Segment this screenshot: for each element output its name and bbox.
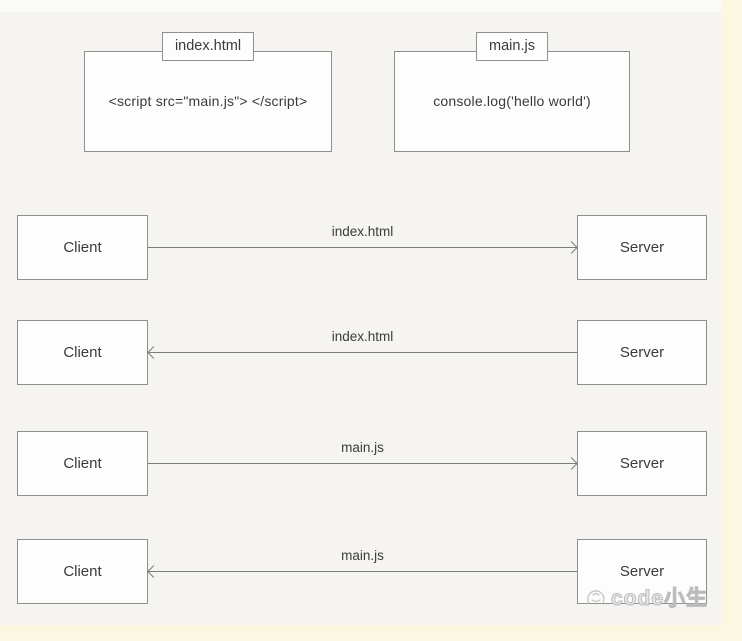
arrow-line <box>148 571 577 572</box>
arrow-label: main.js <box>341 548 384 563</box>
right-edge-strip <box>721 0 742 641</box>
server-box: Server <box>577 320 707 385</box>
bottom-edge-strip <box>0 625 742 641</box>
server-label: Server <box>619 563 665 580</box>
server-label: Server <box>619 239 665 256</box>
arrow-label: index.html <box>331 224 394 239</box>
file-content-main-js: console.log('hello world') <box>433 92 591 109</box>
message-row-1: Client index.html Server <box>0 215 742 280</box>
request-arrow: main.js <box>148 431 578 496</box>
client-label: Client <box>63 239 102 256</box>
message-row-3: Client main.js Server <box>0 431 742 496</box>
file-tab-main-js: main.js <box>476 32 548 61</box>
top-light-band <box>0 0 742 12</box>
response-arrow: index.html <box>147 320 577 385</box>
response-arrow: main.js <box>147 539 577 604</box>
file-tab-index-html: index.html <box>161 32 255 61</box>
client-box: Client <box>17 320 148 385</box>
request-arrow: index.html <box>148 215 578 280</box>
message-row-4: Client main.js Server <box>0 539 742 604</box>
client-box: Client <box>17 215 148 280</box>
file-box-main-js: main.js console.log('hello world') <box>394 32 630 152</box>
arrow-head-icon <box>565 456 578 470</box>
arrow-label: index.html <box>331 329 394 344</box>
message-row-2: Client index.html Server <box>0 320 742 385</box>
server-label: Server <box>619 455 665 472</box>
file-content-index-html: <script src="main.js"> </script> <box>108 92 308 109</box>
arrow-head-icon <box>565 240 578 254</box>
arrow-line <box>148 247 577 248</box>
server-label: Server <box>619 344 665 361</box>
arrow-line <box>148 463 577 464</box>
client-box: Client <box>17 539 148 604</box>
server-box: Server <box>577 215 707 280</box>
client-label: Client <box>63 563 102 580</box>
file-box-index-html: index.html <script src="main.js"> </scri… <box>84 32 332 152</box>
arrow-line <box>148 352 577 353</box>
arrow-head-icon <box>147 345 160 359</box>
arrow-label: main.js <box>341 440 384 455</box>
arrow-head-icon <box>147 564 160 578</box>
client-label: Client <box>63 455 102 472</box>
client-box: Client <box>17 431 148 496</box>
client-label: Client <box>63 344 102 361</box>
server-box: Server <box>577 539 707 604</box>
server-box: Server <box>577 431 707 496</box>
